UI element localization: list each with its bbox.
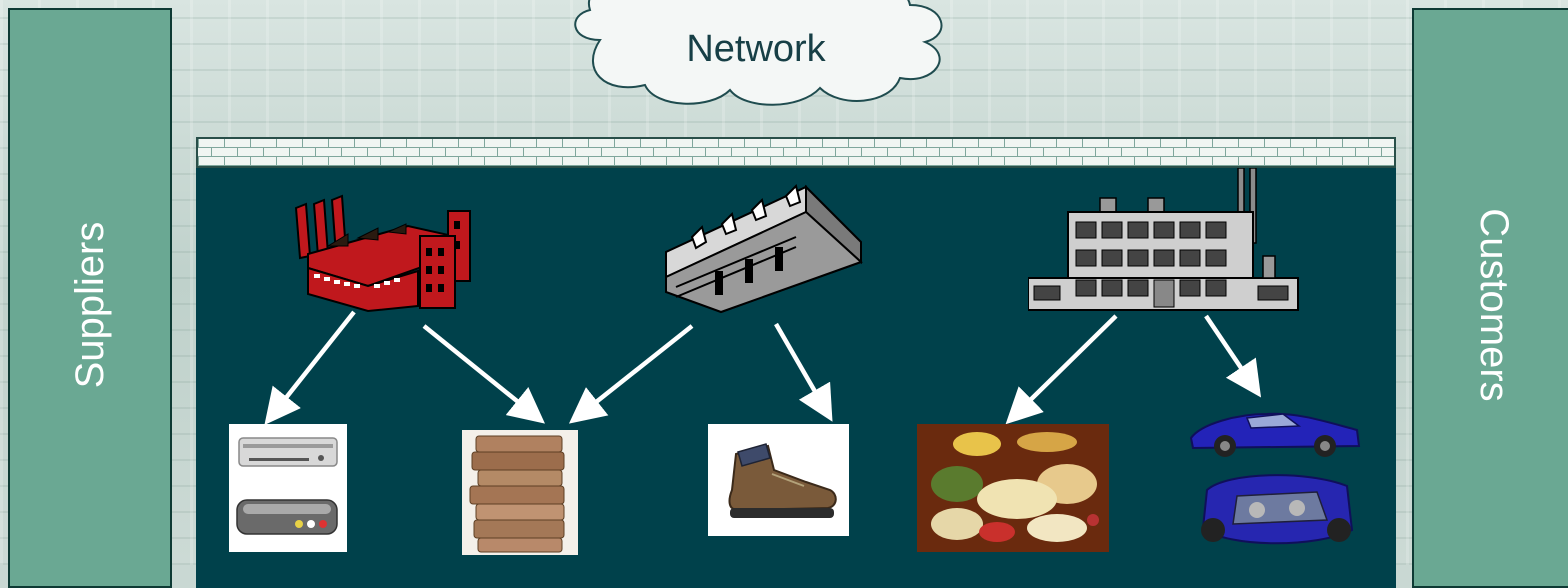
firewall-wall	[196, 137, 1396, 168]
arrow-plant-to-food	[1005, 314, 1118, 425]
books-stack-icon	[462, 430, 578, 555]
red-factory-icon	[294, 194, 471, 313]
hiking-boot-icon	[708, 424, 849, 536]
flow-arrows	[264, 310, 1262, 426]
arrow-factory-to-books	[422, 324, 546, 424]
arrow-plant-to-car	[1204, 314, 1262, 398]
sports-car-icon	[1189, 412, 1361, 545]
customers-panel: Customers	[1412, 8, 1568, 588]
network-label: Network	[686, 28, 826, 70]
arrow-warehouse-to-books	[568, 324, 694, 424]
arrow-factory-to-dvd	[264, 310, 356, 426]
suppliers-panel: Suppliers	[8, 8, 172, 588]
gray-warehouse-icon	[665, 184, 863, 314]
arrow-warehouse-to-boots	[774, 322, 833, 422]
cloud-icon	[574, 0, 943, 106]
food-spread-icon	[917, 424, 1109, 552]
dvd-player-icon	[229, 424, 347, 552]
office-plant-icon	[1028, 168, 1299, 311]
